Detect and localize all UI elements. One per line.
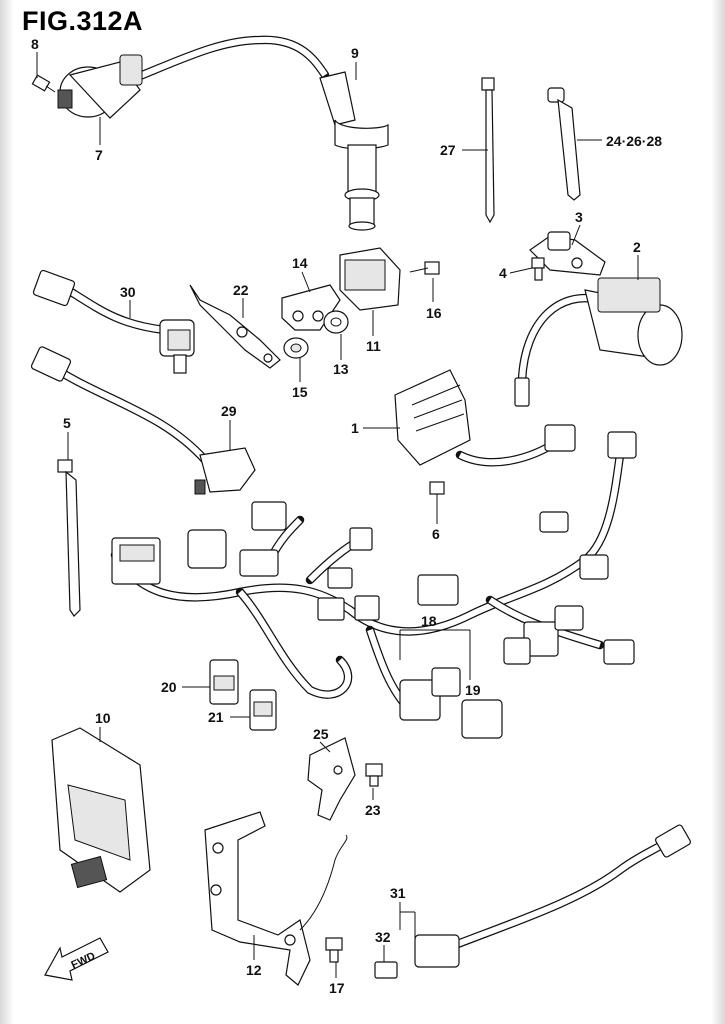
callout-29: 29	[221, 403, 237, 419]
bracket-25[interactable]	[307, 737, 356, 821]
frame-edge-right	[711, 0, 725, 1024]
grommet-13[interactable]	[323, 310, 349, 334]
callout-20: 20	[161, 679, 177, 695]
bracket-22[interactable]	[189, 284, 281, 369]
callout-12: 12	[246, 962, 262, 978]
callout-6: 6	[432, 526, 440, 542]
callout-15: 15	[292, 384, 308, 400]
callout-9: 9	[351, 45, 359, 61]
regulator-rectifier-1[interactable]	[394, 369, 576, 467]
callouts: 8 7 9 27 24·26·28 3 2 4 30 22 14 16 11 1…	[31, 36, 662, 996]
callout-8: 8	[31, 36, 39, 52]
callout-27: 27	[440, 142, 456, 158]
bracket-3[interactable]	[529, 231, 606, 276]
figure-title: FIG.312A	[22, 6, 144, 36]
callout-19: 19	[465, 682, 481, 698]
leader-lines	[36, 52, 639, 978]
bracket-12[interactable]	[204, 811, 348, 986]
callout-4: 4	[499, 265, 507, 281]
cable-tie-5[interactable]	[57, 459, 81, 617]
callout-32: 32	[375, 929, 391, 945]
bolt-8[interactable]	[31, 74, 56, 93]
callout-5: 5	[63, 415, 71, 431]
callout-7: 7	[95, 147, 103, 163]
callout-31: 31	[390, 885, 406, 901]
ecu-10[interactable]	[51, 727, 151, 893]
callout-11: 11	[366, 338, 381, 354]
bolt-23[interactable]	[365, 763, 383, 787]
connector-20[interactable]	[209, 659, 239, 705]
clamp-tie-24-26-28[interactable]	[547, 87, 581, 201]
grommet-15[interactable]	[283, 337, 309, 359]
callout-25: 25	[313, 726, 329, 742]
sub-harness-31[interactable]	[414, 824, 691, 968]
fuse-32[interactable]	[374, 961, 398, 979]
callout-23: 23	[365, 802, 381, 818]
callout-1: 1	[351, 420, 359, 436]
relay-11[interactable]	[339, 247, 401, 311]
bolt-6[interactable]	[429, 481, 445, 500]
callout-22: 22	[233, 282, 249, 298]
ignition-coil[interactable]	[57, 35, 330, 119]
callout-16: 16	[426, 305, 442, 321]
callout-13: 13	[333, 361, 349, 377]
fwd-arrow-icon: FWD	[44, 937, 109, 981]
frame-edge-left	[0, 0, 14, 1024]
callout-18: 18	[421, 613, 437, 629]
bolt-4[interactable]	[531, 257, 545, 281]
callout-10: 10	[95, 710, 111, 726]
cable-tie-27[interactable]	[481, 77, 495, 224]
connector-21[interactable]	[249, 689, 277, 731]
callout-30: 30	[120, 284, 136, 300]
capacitor-2[interactable]	[514, 277, 683, 407]
sensor-30[interactable]	[32, 269, 195, 374]
main-wiring-harness-18[interactable]	[110, 431, 637, 739]
spark-plug-cap[interactable]	[319, 71, 389, 231]
callout-2: 2	[633, 239, 641, 255]
sensor-29[interactable]	[30, 346, 256, 495]
bolt-16[interactable]	[409, 261, 440, 275]
callout-17: 17	[329, 980, 345, 996]
callout-21: 21	[208, 709, 224, 725]
bolt-17[interactable]	[325, 937, 343, 963]
callout-3: 3	[575, 209, 583, 225]
callout-14: 14	[292, 255, 308, 271]
callout-24-26-28: 24·26·28	[606, 133, 662, 149]
